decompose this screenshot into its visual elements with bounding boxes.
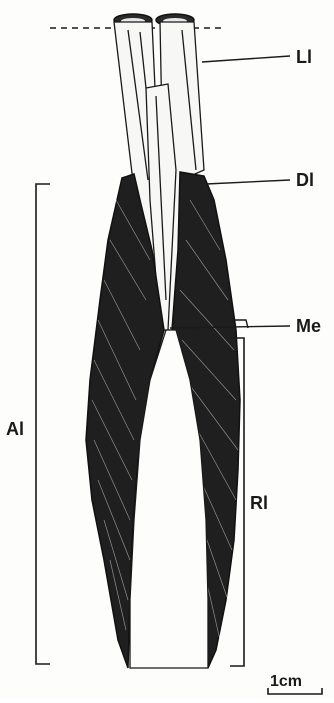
- label-longitudinal: Ll: [296, 48, 312, 66]
- al-bracket: [36, 184, 50, 664]
- scale-label: 1cm: [270, 674, 302, 690]
- label-rl: Rl: [250, 494, 268, 512]
- label-al: Al: [6, 420, 24, 438]
- label-dl: Dl: [296, 171, 314, 189]
- label-me: Me: [296, 317, 321, 335]
